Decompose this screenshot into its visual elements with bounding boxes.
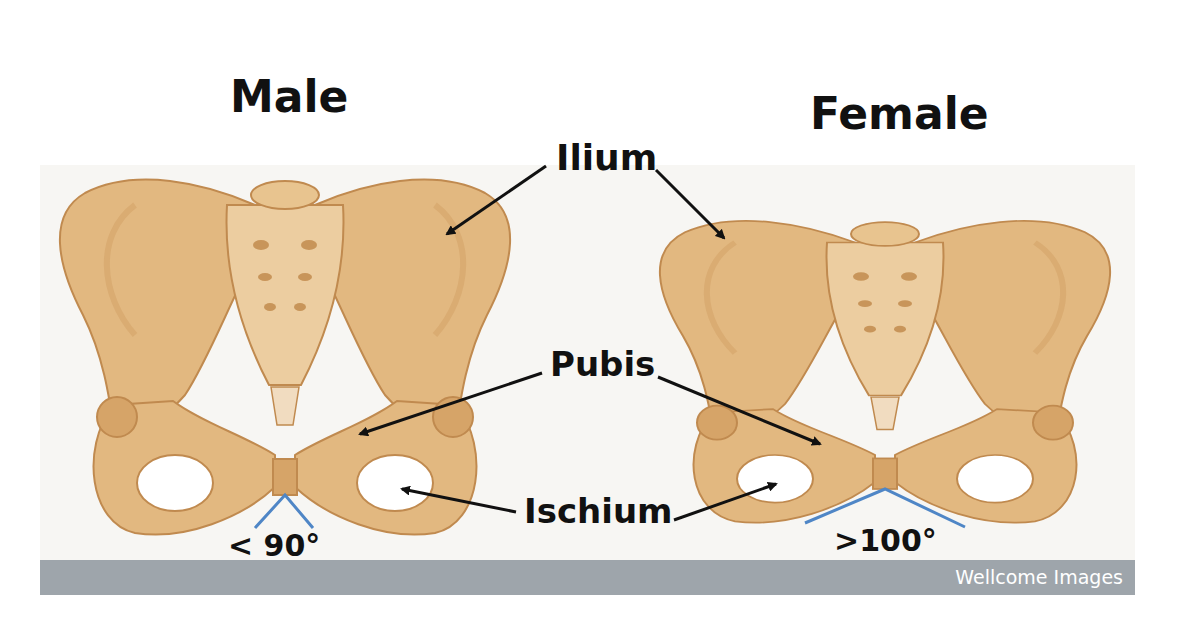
angle-value: < 90° — [228, 531, 320, 561]
part-name: Pubis — [550, 347, 655, 381]
watermark: Wellcome Images — [955, 568, 1123, 587]
female-pelvis — [660, 221, 1110, 523]
figure-heading: Male — [230, 75, 348, 119]
male-pelvis — [60, 180, 510, 535]
figure-heading: Female — [810, 92, 989, 136]
part-name: Ilium — [556, 140, 657, 176]
watermark-bar — [40, 560, 1135, 595]
angle-marker — [255, 495, 313, 528]
part-name: Ischium — [524, 494, 673, 528]
angle-value: >100° — [834, 526, 937, 556]
leader-arrows — [360, 166, 820, 520]
angle-marker — [805, 489, 965, 527]
